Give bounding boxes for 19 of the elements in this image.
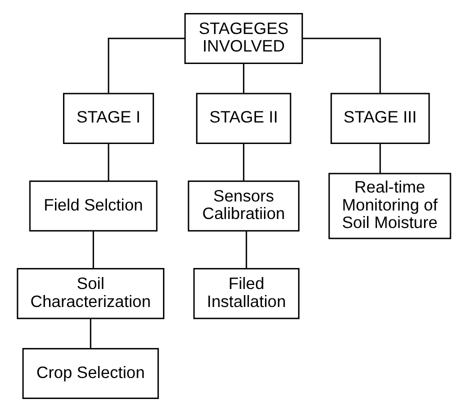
node-box: Filed Installation [192, 268, 299, 320]
connector [245, 230, 247, 268]
connector [107, 38, 184, 94]
node-box: Soil Characterization [16, 268, 164, 320]
connector [107, 143, 109, 181]
connector [378, 143, 380, 174]
connector [92, 230, 94, 268]
node-box: STAGEGES INVOLVED [184, 12, 302, 64]
connector [242, 63, 244, 94]
node-box: Real-time Monitoring of Soil Moisture [328, 172, 451, 240]
node-box: STAGE III [330, 92, 430, 144]
connector [89, 318, 91, 348]
node-box: Sensors Calibratiion [187, 180, 299, 232]
node-box: STAGE II [196, 92, 291, 144]
node-box: STAGE I [62, 92, 154, 144]
node-box: Field Selction [28, 180, 157, 232]
node-box: Crop Selection [22, 348, 158, 400]
connector [302, 38, 380, 94]
connector [242, 143, 244, 181]
